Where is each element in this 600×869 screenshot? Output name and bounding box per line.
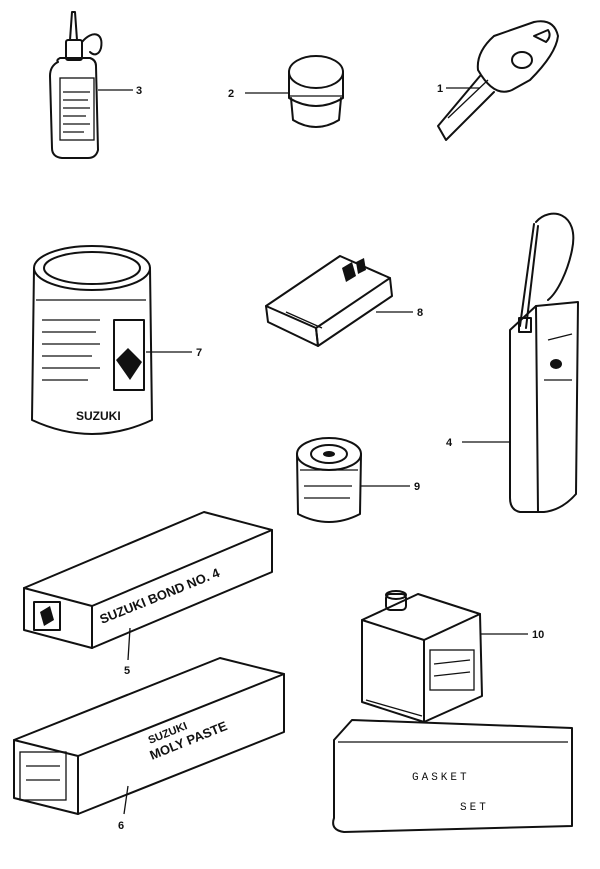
leader-line-6 [123,785,129,815]
item-7-large-can: SUZUKI [31,245,153,435]
callout-9: 9 [414,481,420,493]
item-3-oil-bottle [49,11,103,159]
item-9-small-tin [296,437,362,523]
item-2-grease-jar [288,55,344,128]
gasket-set-envelope: GASKET SET [332,719,573,833]
item-4-tall-oil-can [509,212,579,513]
gasket-label-line1: GASKET [412,772,470,784]
item-8-small-box [265,255,393,347]
item-10-square-can [361,590,483,723]
item-5-bond-box: SUZUKI BOND NO. 4 [23,511,273,649]
gasket-label-line2: SET [460,802,489,814]
callout-1: 1 [437,83,443,95]
callout-8: 8 [417,307,423,319]
item-6-moly-box: SUZUKI MOLY PASTE [13,657,285,815]
callout-5: 5 [124,665,130,677]
callout-3: 3 [136,85,142,97]
callout-6: 6 [118,820,124,832]
callout-10: 10 [532,629,544,641]
callout-7: 7 [196,347,202,359]
callout-2: 2 [228,88,234,100]
item-1-key [437,20,559,141]
leader-line-5 [127,627,131,661]
can-brand-label: SUZUKI [76,409,121,423]
callout-4: 4 [446,437,453,449]
